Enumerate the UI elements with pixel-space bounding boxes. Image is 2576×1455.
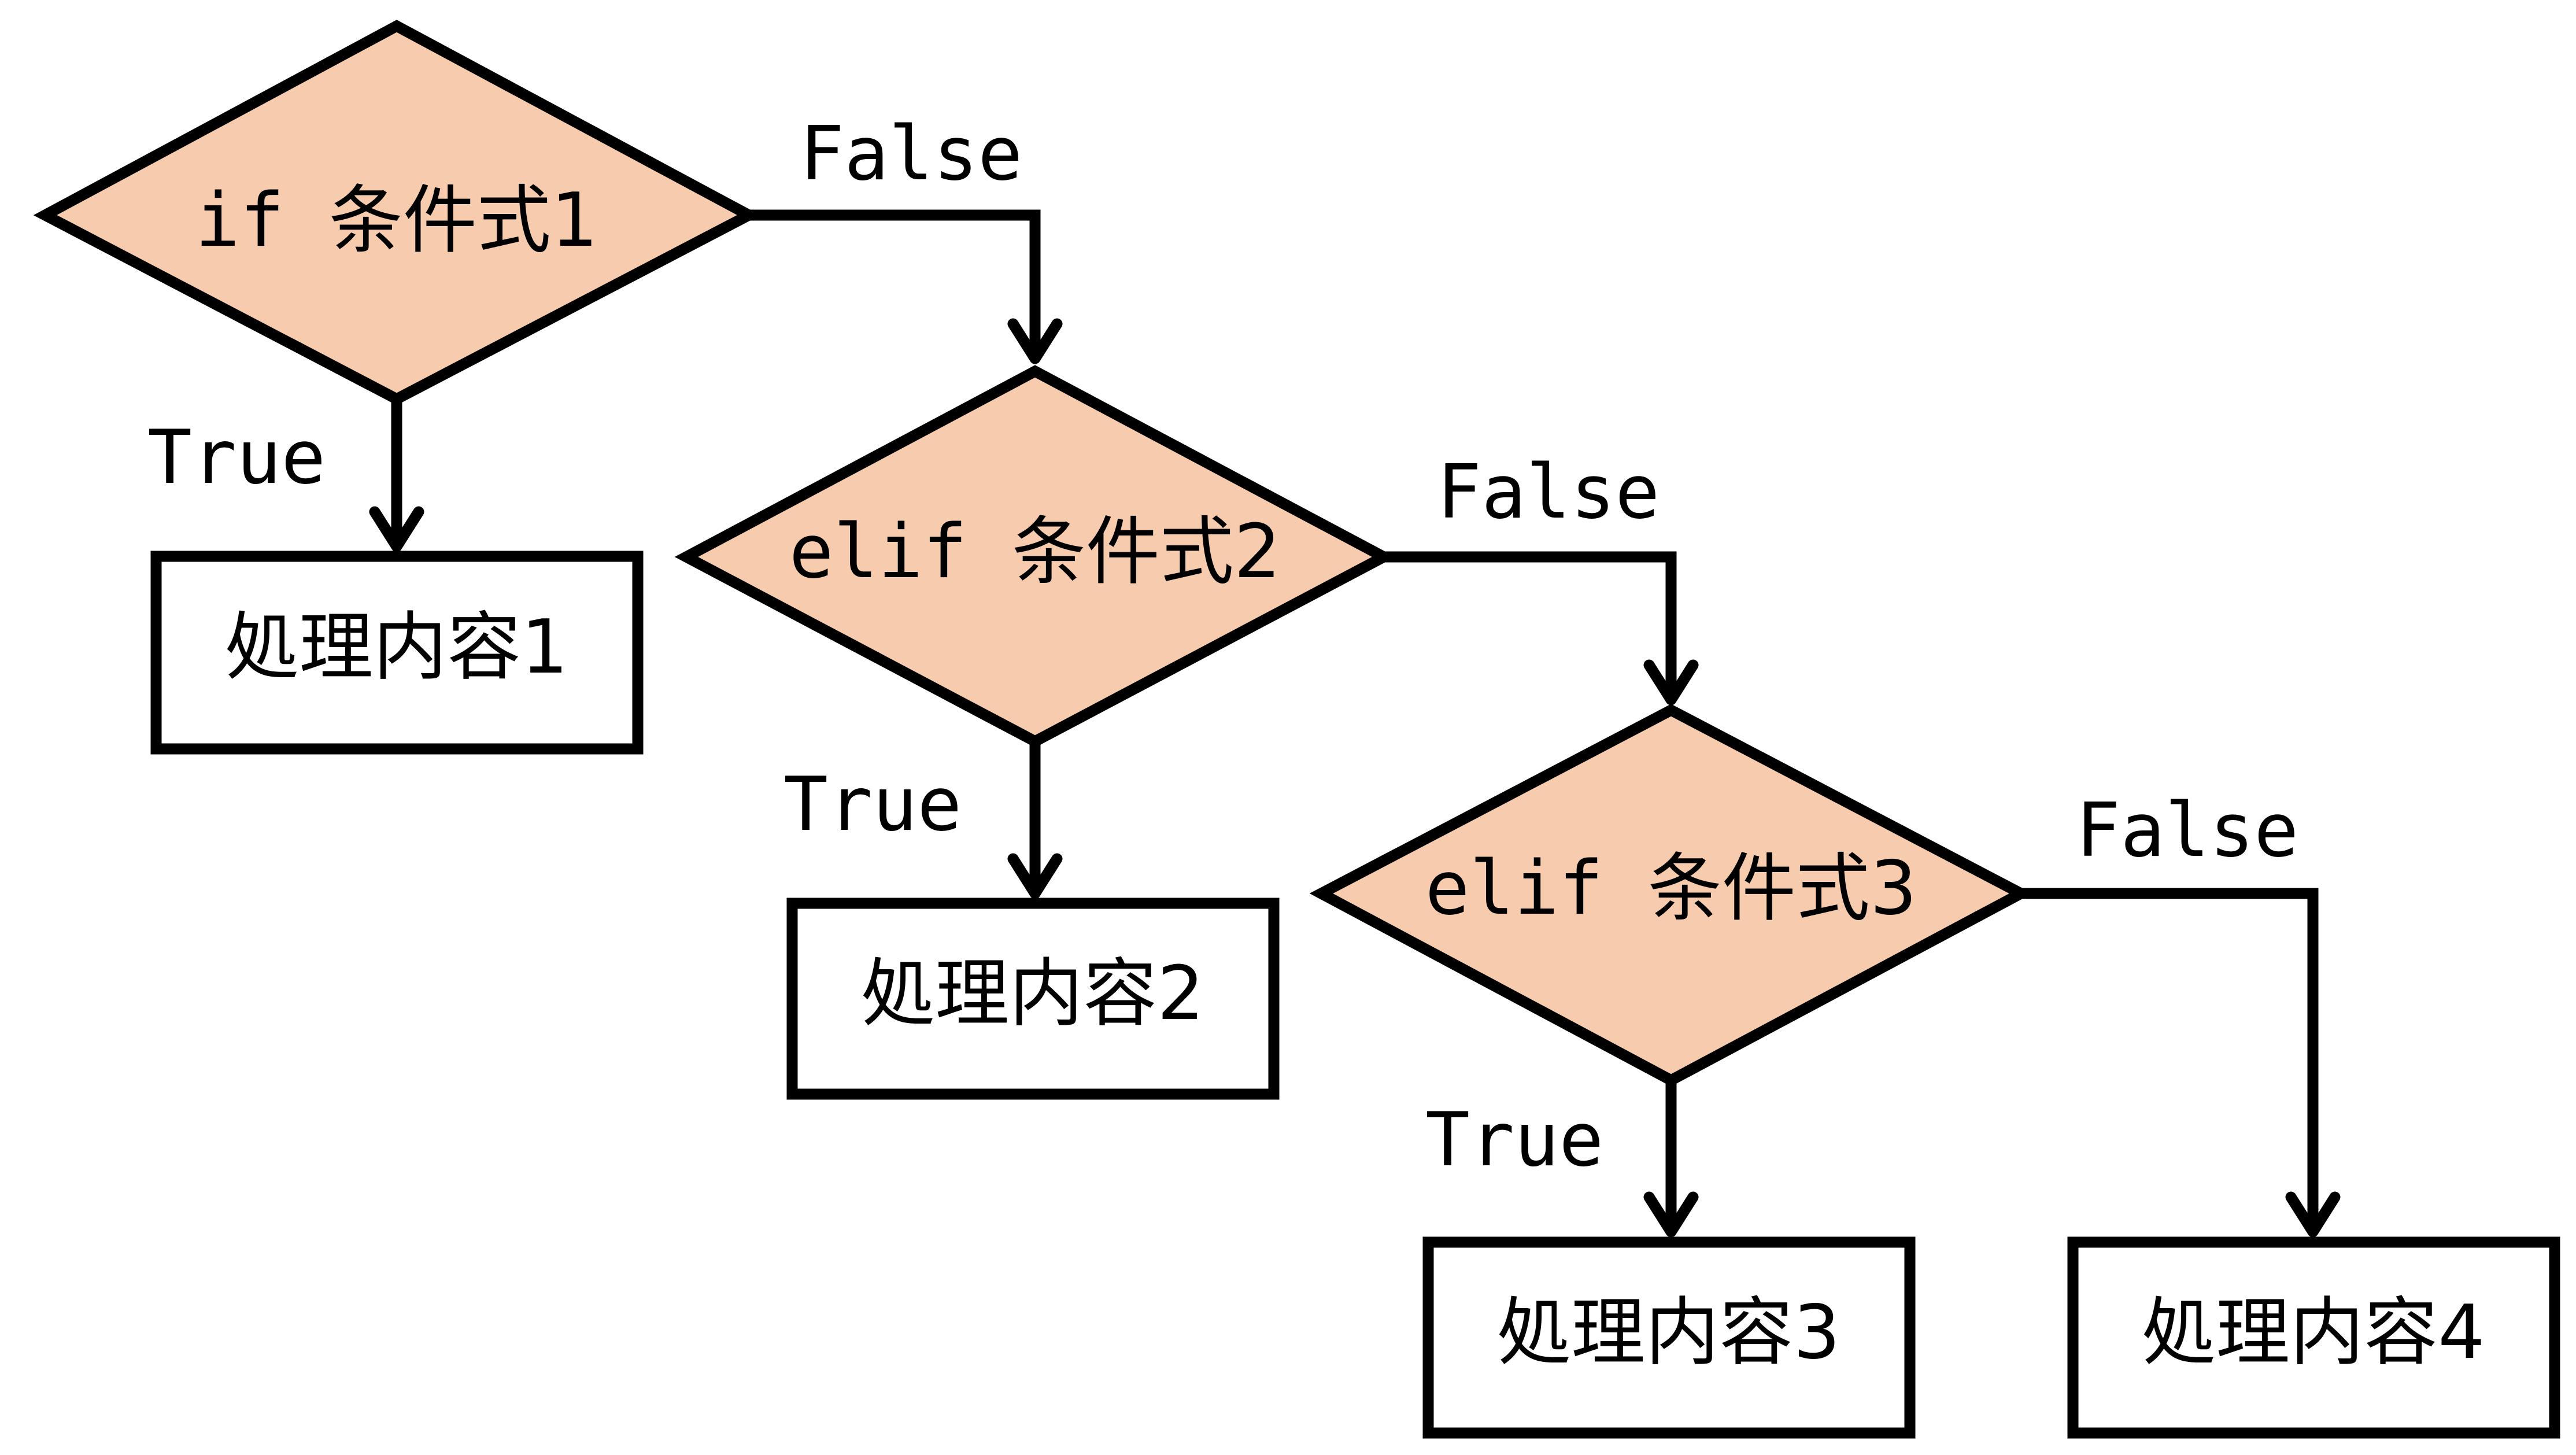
process-box <box>150 551 644 755</box>
decision-diamond <box>1309 704 2033 1087</box>
arrowhead-true-1 <box>369 506 424 552</box>
edge-false-1 <box>749 209 1041 359</box>
decision-label: elif 条件式2 <box>789 509 1281 595</box>
process-box <box>2067 1236 2560 1439</box>
decision-keyword: if <box>195 178 284 264</box>
decision-node-3: elif 条件式3 <box>1309 704 2033 1087</box>
arrowhead-true-3 <box>1643 1191 1699 1238</box>
decision-diamond <box>33 20 761 405</box>
arrowhead-true-2 <box>1007 853 1063 899</box>
process-node-3: 処理内容3 <box>1422 1236 1916 1439</box>
process-node-1: 処理内容1 <box>150 551 644 755</box>
true-label-1: True <box>147 415 326 501</box>
decision-condition: 条件式1 <box>329 178 598 264</box>
false-label-3: False <box>2076 788 2298 874</box>
decision-label: elif 条件式3 <box>1425 845 1917 932</box>
process-label: 処理内容3 <box>1497 1290 1840 1376</box>
process-node-4: 処理内容4 <box>2067 1236 2560 1439</box>
process-label: 処理内容4 <box>2142 1290 2485 1376</box>
decision-node-1: if 条件式1 <box>33 20 761 405</box>
process-box <box>1422 1236 1916 1439</box>
decision-diamond <box>674 365 1396 748</box>
false-label-1: False <box>800 111 1022 197</box>
decision-label: if 条件式1 <box>195 178 598 264</box>
arrowhead-false-2 <box>1643 659 1699 706</box>
arrowhead-false-3 <box>2285 1191 2341 1238</box>
process-node-2: 処理内容2 <box>786 898 1280 1100</box>
true-label-2: True <box>783 762 962 848</box>
edge-false-3 <box>2021 888 2319 1232</box>
true-label-3: True <box>1425 1097 1603 1183</box>
process-label: 処理内容1 <box>225 604 568 690</box>
false-label-2: False <box>1437 449 1660 536</box>
arrowhead-false-1 <box>1007 318 1063 364</box>
edge-false-2 <box>1384 551 1677 700</box>
process-label: 処理内容2 <box>861 951 1204 1037</box>
decision-condition: 条件式3 <box>1648 845 1917 932</box>
process-box <box>786 898 1280 1100</box>
decision-condition: 条件式2 <box>1012 509 1281 595</box>
decision-keyword: elif <box>1425 845 1603 932</box>
decision-node-2: elif 条件式2 <box>674 365 1396 748</box>
decision-keyword: elif <box>789 509 967 595</box>
